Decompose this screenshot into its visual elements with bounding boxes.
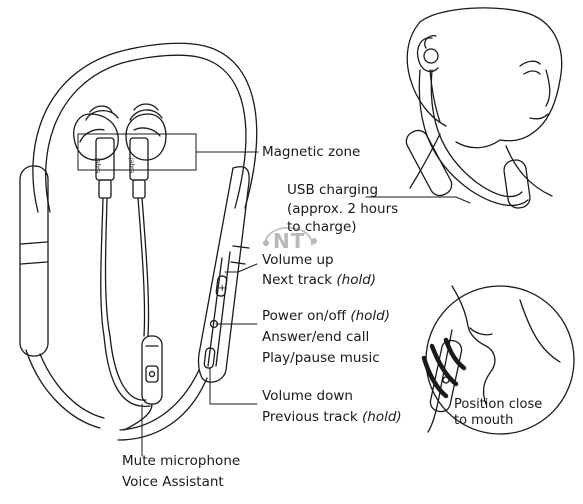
volume-up-label: Volume up bbox=[262, 251, 334, 269]
power-label: Power on/off (hold) bbox=[262, 307, 390, 325]
voice-assistant-text: Voice Assistant bbox=[122, 474, 224, 490]
watermark-text: NT bbox=[262, 226, 316, 260]
usb-charging-label-line3: to charge) bbox=[287, 218, 357, 236]
play-pause-text: Play/pause music bbox=[262, 350, 380, 366]
right-earbud-brand: jabra bbox=[128, 157, 135, 174]
usb-charging-label-line2: (approx. 2 hours bbox=[287, 200, 398, 218]
next-track-hold: (hold) bbox=[336, 272, 377, 288]
position-text-end: to mouth bbox=[454, 413, 514, 428]
watermark-letters: NT bbox=[273, 229, 306, 253]
inline-remote bbox=[103, 335, 163, 431]
head-illustration bbox=[405, 7, 563, 209]
mute-microphone-label: Mute microphone bbox=[122, 452, 240, 470]
right-earbud: jabra bbox=[125, 103, 167, 337]
volume-down-text: Volume down bbox=[262, 388, 353, 404]
left-earbud-brand: jabra bbox=[94, 157, 101, 174]
sound-waves bbox=[421, 337, 467, 399]
magnetic-zone-text: Magnetic zone bbox=[262, 144, 361, 160]
volume-up-text: Volume up bbox=[262, 252, 334, 268]
usb-charging-text: USB charging bbox=[287, 182, 379, 198]
left-earbud: jabra bbox=[73, 105, 119, 337]
volume-down-label: Volume down bbox=[262, 387, 353, 405]
power-hold: (hold) bbox=[350, 308, 391, 324]
usb-charging-duration-end: to charge) bbox=[287, 219, 357, 235]
previous-track-label: Previous track (hold) bbox=[262, 408, 402, 426]
mute-microphone-text: Mute microphone bbox=[122, 453, 241, 469]
leader-lines bbox=[77, 133, 471, 457]
position-text: Position close bbox=[454, 397, 543, 412]
power-text: Power on/off bbox=[262, 308, 347, 324]
position-label-line1: Position close bbox=[454, 396, 542, 413]
neckband bbox=[32, 42, 258, 213]
usb-charging-label-line1: USB charging bbox=[287, 181, 378, 199]
svg-text:+: + bbox=[218, 283, 226, 294]
play-pause-label: Play/pause music bbox=[262, 349, 380, 367]
previous-track-text: Previous track bbox=[262, 409, 358, 425]
next-track-text: Next track bbox=[262, 272, 333, 288]
voice-assistant-label: Voice Assistant bbox=[122, 473, 224, 491]
neckband-right-arm: + bbox=[117, 166, 250, 441]
next-track-label: Next track (hold) bbox=[262, 271, 376, 289]
neckband-left-arm bbox=[19, 165, 105, 429]
answer-call-label: Answer/end call bbox=[262, 328, 369, 346]
previous-track-hold: (hold) bbox=[362, 409, 402, 425]
magnetic-zone-label: Magnetic zone bbox=[262, 143, 360, 161]
watermark-logo bbox=[263, 226, 317, 246]
answer-call-text: Answer/end call bbox=[262, 329, 370, 345]
usb-charging-duration: (approx. 2 hours bbox=[287, 201, 399, 217]
position-label-line2: to mouth bbox=[454, 412, 513, 429]
